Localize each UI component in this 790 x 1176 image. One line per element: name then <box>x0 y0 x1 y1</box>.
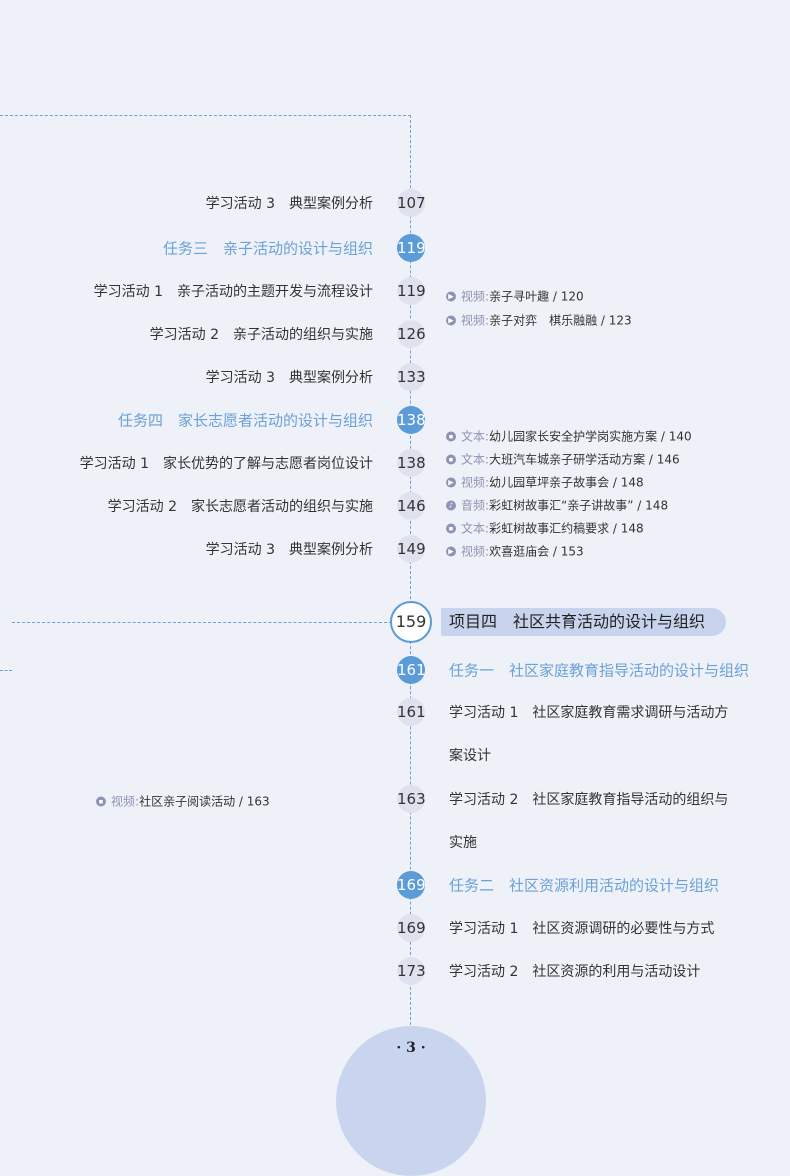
resource-type: 视频 <box>461 289 486 304</box>
resource-type: 视频 <box>461 313 486 328</box>
toc-page-number[interactable]: 119 <box>397 234 426 262</box>
resource-sep: : <box>485 521 490 535</box>
project-title[interactable]: 项目四 社区共育活动的设计与组织 <box>441 608 726 636</box>
resource-type: 文本 <box>461 452 486 467</box>
play-icon: ▶ <box>446 315 456 325</box>
toc-task-right[interactable]: 任务二 社区资源利用活动的设计与组织 <box>449 876 720 895</box>
resource-text: 幼儿园草坪亲子故事会 / 148 <box>489 475 644 490</box>
toc-page-number[interactable]: 163 <box>397 785 426 813</box>
toc-page-number[interactable]: 138 <box>397 406 426 434</box>
resource-type: 文本 <box>461 429 486 444</box>
toc-task-left[interactable]: 任务三 亲子活动的设计与组织 <box>162 239 373 258</box>
resource-type: 音频 <box>461 498 486 513</box>
toc-page-number[interactable]: 173 <box>397 957 426 985</box>
play-icon: ▶ <box>446 291 456 301</box>
toc-activity-right[interactable]: 学习活动 1 社区资源调研的必要性与方式 <box>449 921 715 937</box>
play-icon: ▶ <box>446 477 456 487</box>
toc-page-number[interactable]: 119 <box>397 277 426 305</box>
toc-page-number[interactable]: 133 <box>397 363 426 391</box>
resource-item[interactable]: ▪ 文本:幼儿园家长安全护学岗实施方案 / 140 <box>446 428 692 445</box>
resource-item[interactable]: ▪ 文本:大班汽车城亲子研学活动方案 / 146 <box>446 451 680 468</box>
toc-page-number[interactable]: 138 <box>397 449 426 477</box>
resource-sep: : <box>485 289 490 303</box>
resource-sep: : <box>485 313 490 327</box>
resource-sep: : <box>485 544 490 558</box>
resource-item[interactable]: ▪ 文本:彩虹树故事汇约稿要求 / 148 <box>446 520 644 537</box>
resource-item[interactable]: ♪ 音频:彩虹树故事汇“亲子讲故事” / 148 <box>446 497 668 514</box>
resource-item[interactable]: ▶ 视频:幼儿园草坪亲子故事会 / 148 <box>446 474 644 491</box>
resource-type: 文本 <box>461 521 486 536</box>
resource-text: 彩虹树故事汇约稿要求 / 148 <box>489 521 644 536</box>
toc-activity-right[interactable]: 学习活动 1 社区家庭教育需求调研与活动方 <box>449 705 729 721</box>
timeline-line <box>410 115 411 1035</box>
resource-type: 视频 <box>111 794 136 809</box>
top-divider-line <box>0 115 411 116</box>
resource-sep: : <box>485 452 490 466</box>
resource-text: 幼儿园家长安全护学岗实施方案 / 140 <box>489 429 692 444</box>
resource-sep: : <box>485 475 490 489</box>
toc-page-number[interactable]: 146 <box>397 492 426 520</box>
toc-page-number[interactable]: 107 <box>397 189 426 217</box>
toc-activity-left[interactable]: 学习活动 2 家长志愿者活动的组织与实施 <box>107 499 373 515</box>
resource-type: 视频 <box>461 544 486 559</box>
resource-item[interactable]: ▶ 视频:亲子对弈 棋乐融融 / 123 <box>446 312 632 329</box>
project-divider-line <box>12 622 392 623</box>
resource-type: 视频 <box>461 475 486 490</box>
toc-page-number[interactable]: 149 <box>397 535 426 563</box>
toc-activity-left[interactable]: 学习活动 1 家长优势的了解与志愿者岗位设计 <box>79 456 373 472</box>
toc-activity-left[interactable]: 学习活动 3 典型案例分析 <box>205 542 373 558</box>
toc-activity-left[interactable]: 学习活动 2 亲子活动的组织与实施 <box>149 327 373 343</box>
resource-text: 社区亲子阅读活动 / 163 <box>139 794 270 809</box>
toc-activity-left[interactable]: 学习活动 1 亲子活动的主题开发与流程设计 <box>93 284 373 300</box>
play-icon: ▶ <box>446 546 456 556</box>
resource-text: 亲子对弈 棋乐融融 / 123 <box>489 313 632 328</box>
document-icon: ▪ <box>446 523 456 533</box>
resource-text: 欢喜逛庙会 / 153 <box>489 544 584 559</box>
toc-activity-left[interactable]: 学习活动 3 典型案例分析 <box>205 196 373 212</box>
resource-sep: : <box>485 429 490 443</box>
document-icon: ▪ <box>96 796 106 806</box>
resource-item[interactable]: ▶ 视频:欢喜逛庙会 / 153 <box>446 543 584 560</box>
audio-icon: ♪ <box>446 500 456 510</box>
toc-task-left[interactable]: 任务四 家长志愿者活动的设计与组织 <box>117 411 373 430</box>
document-icon: ▪ <box>446 454 456 464</box>
left-short-line <box>0 670 12 671</box>
document-icon: ▪ <box>446 431 456 441</box>
resource-item[interactable]: ▶ 视频:亲子寻叶趣 / 120 <box>446 288 584 305</box>
left-resource[interactable]: ▪ 视频 : 社区亲子阅读活动 / 163 <box>96 793 270 810</box>
resource-text: 大班汽车城亲子研学活动方案 / 146 <box>489 452 680 467</box>
resource-text: 亲子寻叶趣 / 120 <box>489 289 584 304</box>
toc-task-right[interactable]: 任务一 社区家庭教育指导活动的设计与组织 <box>449 661 750 680</box>
toc-activity-right[interactable]: 学习活动 2 社区资源的利用与活动设计 <box>449 964 701 980</box>
toc-activity-left[interactable]: 学习活动 3 典型案例分析 <box>205 370 373 386</box>
resource-sep: : <box>135 794 140 808</box>
resource-sep: : <box>485 498 490 512</box>
page-number: · 3 · <box>396 1040 426 1056</box>
toc-activity-right[interactable]: 学习活动 2 社区家庭教育指导活动的组织与 <box>449 792 729 808</box>
toc-page-number[interactable]: 161 <box>397 698 426 726</box>
toc-activity-right-continued[interactable]: 案设计 <box>449 748 491 764</box>
toc-page-number[interactable]: 169 <box>397 914 426 942</box>
project-page-number[interactable]: 159 <box>390 601 432 643</box>
toc-page-number[interactable]: 161 <box>397 656 426 684</box>
toc-activity-right-continued[interactable]: 实施 <box>449 835 477 851</box>
toc-page-number[interactable]: 126 <box>397 320 426 348</box>
resource-text: 彩虹树故事汇“亲子讲故事” / 148 <box>489 498 669 513</box>
toc-page-number[interactable]: 169 <box>397 871 426 899</box>
